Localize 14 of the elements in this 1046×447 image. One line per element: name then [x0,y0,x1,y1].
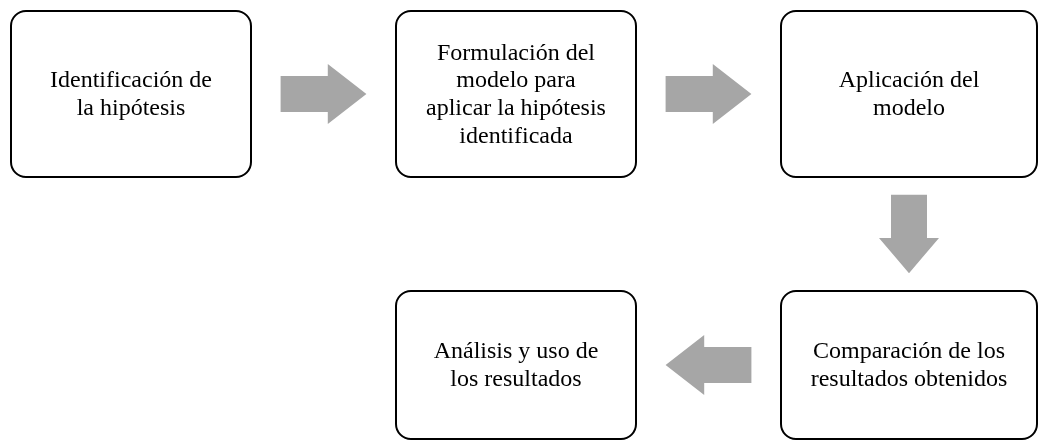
process-box [780,290,1038,440]
process-box [395,290,637,440]
box-label: Aplicación del modelo [837,66,981,122]
process-box [780,10,1038,178]
block-arrow [665,64,752,124]
box-label: Identificación de la hipótesis [49,66,213,122]
block-arrow [280,64,367,124]
box-label: Formulación del modelo para aplicar la hipótesis identificada [425,38,607,150]
box-label: Comparación de los resultados obtenidos [810,337,1008,393]
process-box [395,10,637,178]
block-arrow [879,194,939,274]
block-arrow [665,335,752,395]
process-box [10,10,252,178]
box-label: Análisis y uso de los resultados [432,337,600,393]
